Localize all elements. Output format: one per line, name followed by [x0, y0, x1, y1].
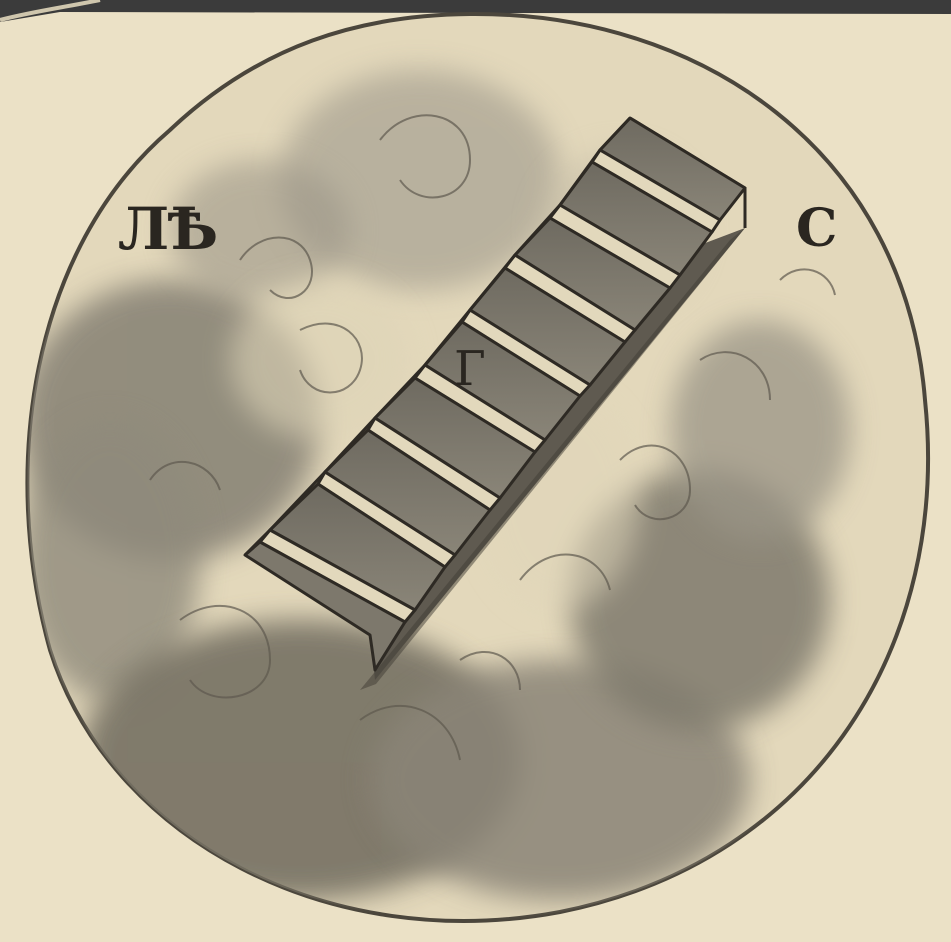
label-top-left: ЛѢ	[118, 200, 216, 258]
label-top-right: С	[796, 203, 837, 255]
label-center: Г	[454, 345, 486, 393]
